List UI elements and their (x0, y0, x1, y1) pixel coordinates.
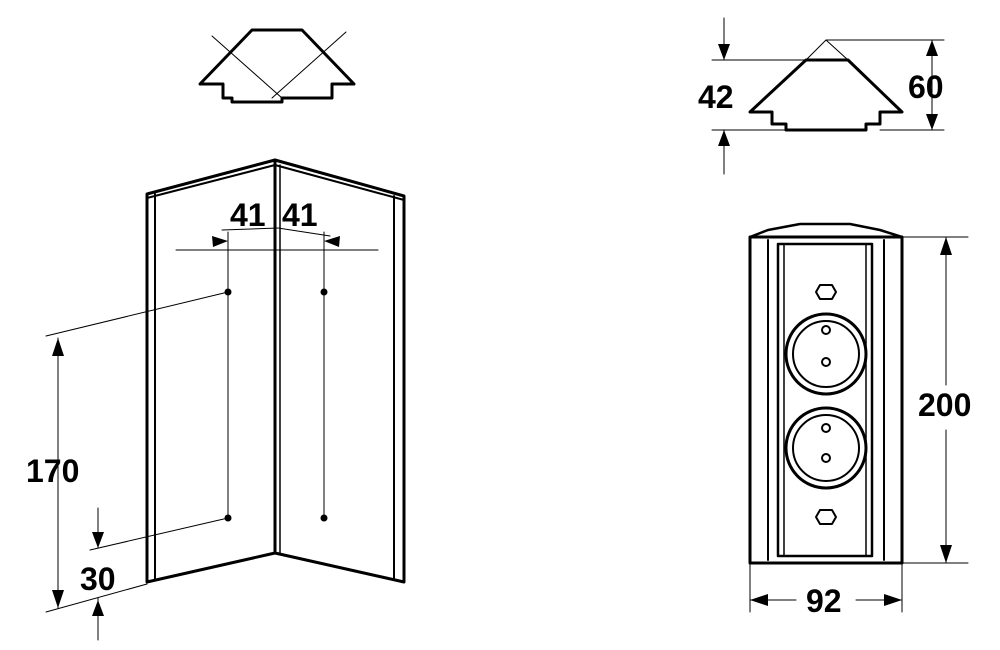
dim-leader (277, 227, 331, 237)
unit-body (748, 235, 904, 565)
label-bottom-offset: 30 (80, 561, 116, 597)
label-left-depth: 41 (230, 197, 266, 233)
arrowhead (926, 40, 938, 56)
top-cap (748, 222, 904, 239)
arrowhead (926, 114, 938, 130)
socket-inner-ring (792, 320, 860, 388)
socket-unit-front: 200 92 (748, 222, 971, 619)
arrowhead (940, 545, 952, 563)
label-unit-width: 92 (806, 583, 842, 619)
dim-leader (221, 227, 279, 231)
arrowhead (324, 236, 340, 247)
socket-outer-ring (784, 406, 868, 490)
label-right-depth: 41 (282, 197, 318, 233)
label-inner-height: 42 (698, 79, 734, 115)
profile-outline (748, 58, 904, 132)
profile-outline (198, 28, 356, 104)
label-outer-height: 60 (908, 69, 944, 105)
label-hole-spacing: 170 (26, 453, 79, 489)
arrowhead (212, 236, 228, 247)
faceplate (776, 242, 874, 558)
arrowhead (52, 590, 64, 608)
extension-line (89, 517, 229, 551)
arrowhead (750, 594, 768, 606)
arrowhead (52, 338, 64, 356)
screw-icon (815, 509, 837, 525)
right-wing (273, 158, 406, 584)
arrowhead (718, 44, 730, 60)
centerline-diagonal (271, 31, 347, 99)
construction-line (805, 39, 827, 61)
arrowhead (884, 594, 902, 606)
profile-section-right: 42 60 (698, 17, 945, 175)
mounting-hole (320, 514, 328, 522)
extension-line (45, 583, 148, 613)
extension-line (45, 291, 229, 337)
socket-pin-hole (821, 453, 831, 463)
socket-inner-ring (792, 414, 860, 482)
mounting-hole (320, 288, 328, 296)
centerline-diagonal (211, 35, 283, 99)
construction-line (825, 39, 849, 61)
label-unit-height: 200 (918, 387, 971, 423)
socket-pin-hole (821, 325, 831, 335)
socket-outer-ring (784, 312, 868, 396)
arrowhead (718, 130, 730, 146)
arrowhead (940, 237, 952, 255)
corner-unit-perspective: 41 41 170 30 (26, 158, 406, 641)
top-edge (146, 164, 405, 201)
profile-section-left (198, 28, 356, 104)
arrowhead (92, 600, 104, 616)
socket-pin-hole (821, 423, 831, 433)
arrowhead (92, 532, 104, 548)
screw-icon (815, 284, 837, 300)
socket-pin-hole (821, 357, 831, 367)
